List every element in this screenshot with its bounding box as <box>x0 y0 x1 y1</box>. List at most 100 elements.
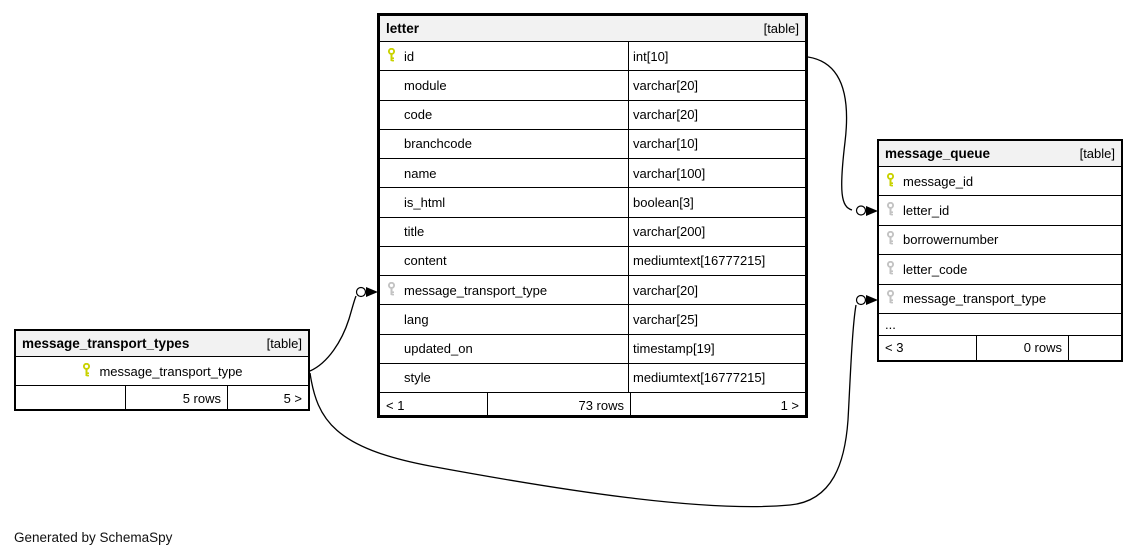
column-row[interactable]: code varchar[20] <box>380 100 805 130</box>
table-message-transport-types[interactable]: message_transport_types [table] message_tr… <box>14 329 310 411</box>
column-name-cell: title <box>380 218 628 246</box>
table-title[interactable]: message_transport_types <box>22 336 190 351</box>
table-type-badge: [table] <box>763 21 799 36</box>
relationship-count-cell: < 3 <box>879 335 977 360</box>
column-name: name <box>404 165 437 181</box>
column-name: is_html <box>404 194 446 210</box>
column-row[interactable]: is_html boolean[3] <box>380 188 805 218</box>
column-row[interactable]: borrowernumber <box>879 226 1121 256</box>
table-title[interactable]: message_queue <box>885 146 991 161</box>
column-name: code <box>404 107 433 123</box>
column-row[interactable]: content mediumtext[16777215] <box>380 246 805 276</box>
column-type: varchar[10] <box>633 136 699 152</box>
column-row[interactable]: updated_on timestamp[19] <box>380 334 805 364</box>
column-row[interactable]: message_transport_type <box>879 285 1121 314</box>
column-row[interactable]: message_transport_type <box>16 357 308 386</box>
column-name: lang <box>404 311 429 327</box>
column-name-cell: message_id <box>879 167 1121 195</box>
column-type-cell: varchar[20] <box>628 71 805 100</box>
connector-mtt-to-letter-message-transport-type <box>309 295 357 372</box>
column-type-cell: varchar[10] <box>628 129 805 158</box>
column-name-cell: branchcode <box>380 130 628 158</box>
column-name: message_transport_type <box>99 363 243 379</box>
foreign-key-icon <box>386 281 397 299</box>
column-name: letter_code <box>903 261 968 277</box>
column-type-cell: varchar[20] <box>628 100 805 129</box>
connector-letter-id-to-message-queue-letter-id <box>807 56 853 211</box>
column-name: branchcode <box>404 136 472 152</box>
column-type: varchar[25] <box>633 311 699 327</box>
row-count-cell: 0 rows <box>977 335 1069 360</box>
column-type: boolean[3] <box>633 194 694 210</box>
column-name: id <box>404 48 415 64</box>
column-row[interactable]: message_transport_type varchar[20] <box>380 276 805 306</box>
primary-key-icon <box>885 172 896 190</box>
foreign-key-icon <box>885 201 896 219</box>
column-row[interactable]: message_id <box>879 167 1121 197</box>
column-row[interactable]: branchcode varchar[10] <box>380 129 805 159</box>
column-name: title <box>404 224 425 240</box>
column-row[interactable]: name varchar[100] <box>380 159 805 189</box>
generated-by-note: Generated by SchemaSpy <box>14 530 173 545</box>
row-count-cell: 5 rows <box>126 386 228 410</box>
column-name-cell: id <box>380 42 628 70</box>
column-name-cell: style <box>380 364 628 392</box>
column-row[interactable]: title varchar[200] <box>380 217 805 247</box>
primary-key-icon <box>386 47 397 65</box>
column-type-cell: mediumtext[16777215] <box>628 363 805 392</box>
column-row[interactable]: module varchar[20] <box>380 71 805 101</box>
column-name-cell: letter_id <box>879 196 1121 224</box>
column-name-cell: name <box>380 159 628 187</box>
column-name-cell: message_transport_type <box>879 285 1121 313</box>
column-name: letter_id <box>903 203 950 219</box>
table-title[interactable]: letter <box>386 21 420 36</box>
column-type: mediumtext[16777215] <box>633 370 766 386</box>
column-type-cell: varchar[100] <box>628 159 805 188</box>
zero-or-one-circle <box>855 294 867 306</box>
column-name: updated_on <box>404 341 473 357</box>
column-name: message_id <box>903 173 974 189</box>
column-type: timestamp[19] <box>633 341 715 357</box>
column-type: varchar[20] <box>633 282 699 298</box>
row-count-cell: 73 rows <box>488 393 631 418</box>
column-type-cell: timestamp[19] <box>628 334 805 363</box>
column-type: varchar[200] <box>633 224 706 240</box>
column-row[interactable]: letter_code <box>879 255 1121 285</box>
column-name: borrowernumber <box>903 232 999 248</box>
column-name-cell: module <box>380 71 628 99</box>
column-row[interactable]: lang varchar[25] <box>380 305 805 335</box>
column-type-cell: varchar[20] <box>628 276 805 305</box>
relationship-count-cell: 1 > <box>780 398 799 413</box>
column-row[interactable]: id int[10] <box>380 42 805 72</box>
hidden-columns-ellipsis: ... <box>879 314 1121 336</box>
foreign-key-icon <box>885 290 896 307</box>
table-header: letter [table] <box>380 16 805 42</box>
zero-or-one-circle <box>355 286 367 298</box>
table-type-badge: [table] <box>266 336 302 351</box>
column-type-cell: boolean[3] <box>628 188 805 217</box>
column-name-cell: lang <box>380 305 628 333</box>
column-name-cell: code <box>380 101 628 129</box>
column-type: varchar[100] <box>633 165 706 181</box>
column-type: varchar[20] <box>633 107 699 123</box>
column-name-cell: letter_code <box>879 255 1121 283</box>
column-type: varchar[20] <box>633 77 699 93</box>
column-name: style <box>404 370 431 386</box>
column-type: mediumtext[16777215] <box>633 253 766 269</box>
column-type-cell: int[10] <box>628 42 805 71</box>
column-row[interactable]: letter_id <box>879 196 1121 226</box>
column-name: message_transport_type <box>903 291 1047 307</box>
column-name-cell: updated_on <box>380 335 628 363</box>
relationship-count-cell <box>16 386 126 410</box>
foreign-key-icon <box>885 231 896 248</box>
column-row[interactable]: style mediumtext[16777215] <box>380 363 805 393</box>
table-header: message_queue[table] <box>879 141 1121 167</box>
column-name-cell: message_transport_type <box>380 276 628 304</box>
column-type: int[10] <box>633 48 669 64</box>
column-name-cell: borrowernumber <box>879 226 1121 254</box>
column-name-cell: content <box>380 247 628 275</box>
